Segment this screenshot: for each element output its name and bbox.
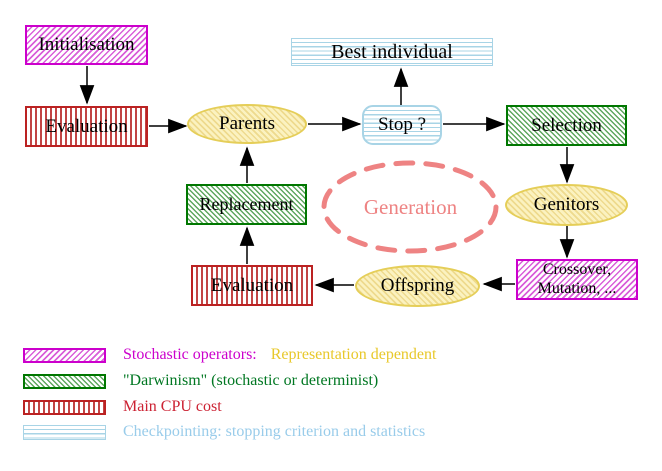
node-genitors: Genitors [505, 184, 628, 226]
node-parents: Parents [187, 104, 307, 144]
node-offspring: Offspring [355, 265, 480, 307]
node-stop-label: Stop ? [377, 114, 427, 136]
node-offspring-label: Offspring [380, 275, 455, 297]
legend-item-main-cpu-cost: Main CPU cost [23, 398, 222, 416]
node-crossover-mutation: Crossover, Mutation, ... [516, 259, 638, 300]
legend-label-main-cpu-cost: Main CPU cost [123, 398, 222, 415]
node-evaluation-top-label: Evaluation [45, 115, 128, 137]
node-best-individual: Best individual [291, 38, 493, 66]
node-stop: Stop ? [362, 105, 442, 145]
legend-label-darwinism: "Darwinism" (stochastic or determinist) [123, 372, 379, 389]
legend-label-checkpointing: Checkpointing: stopping criterion and st… [123, 423, 426, 440]
node-initialisation: Initialisation [25, 25, 148, 65]
node-initialisation-label: Initialisation [38, 34, 135, 56]
legend-item-darwinism: "Darwinism" (stochastic or determinist) [23, 372, 378, 390]
legend-swatch-cyan-stripes [23, 424, 106, 440]
node-selection: Selection [506, 105, 627, 146]
node-crossover-line1: Crossover, [542, 261, 612, 279]
legend-label-representation-dependent: Representation dependent [270, 346, 437, 363]
node-selection-label: Selection [531, 114, 602, 136]
node-genitors-label: Genitors [533, 194, 600, 216]
node-evaluation-top: Evaluation [25, 106, 148, 147]
legend-swatch-green-hatch [23, 373, 106, 389]
node-replacement: Replacement [186, 184, 307, 225]
node-evaluation-bottom: Evaluation [191, 265, 313, 306]
legend-item-stochastic-operators: Stochastic operators: Representation dep… [23, 346, 436, 364]
node-replacement-label: Replacement [199, 194, 294, 215]
node-evaluation-bottom-label: Evaluation [210, 274, 294, 296]
legend-swatch-magenta-hatch [23, 347, 106, 363]
node-parents-label: Parents [219, 113, 275, 135]
node-crossover-line2: Mutation, ... [537, 279, 617, 297]
node-best-individual-label: Best individual [331, 40, 453, 63]
legend-label-stochastic-operators: Stochastic operators: [123, 346, 257, 363]
legend-swatch-red-stripes [23, 399, 106, 415]
legend-item-checkpointing: Checkpointing: stopping criterion and st… [23, 423, 425, 441]
generation-label: Generation [363, 194, 458, 219]
